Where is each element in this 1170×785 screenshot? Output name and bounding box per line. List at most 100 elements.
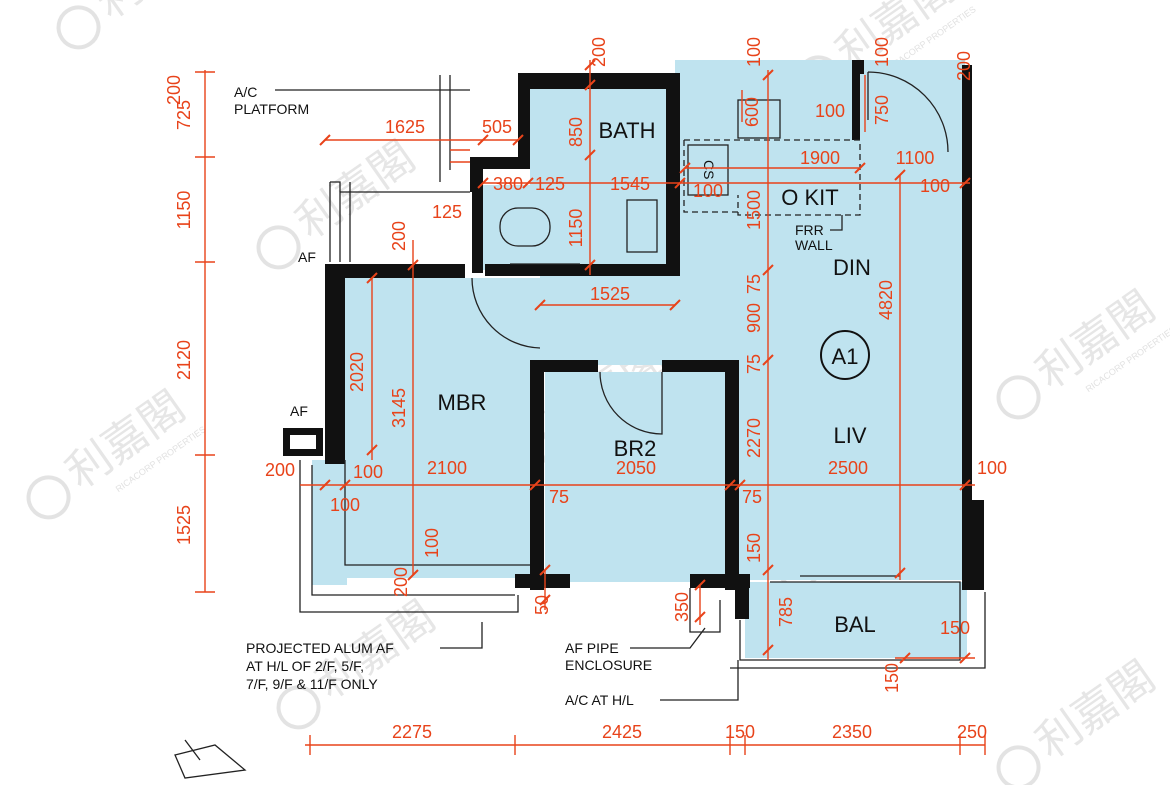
tick-slash bbox=[319, 59, 971, 664]
dim-label: 100 bbox=[693, 181, 723, 201]
dim-label: 100 bbox=[422, 528, 442, 558]
unit-circle bbox=[820, 330, 870, 380]
dim-label: 200 bbox=[589, 37, 609, 67]
dim-label: 100 bbox=[353, 462, 383, 482]
room-label-din: DIN bbox=[833, 255, 871, 280]
dim-label: 2020 bbox=[347, 352, 367, 392]
dim-label: 200 bbox=[389, 221, 409, 251]
dim-label: 75 bbox=[744, 354, 764, 374]
wall bbox=[518, 73, 530, 163]
leader-line bbox=[660, 660, 739, 701]
watermark-logo: 利嘉閣 bbox=[256, 132, 424, 270]
note-pipe: AF PIPE bbox=[565, 640, 619, 656]
ac-platform-rail bbox=[439, 75, 451, 182]
wall bbox=[325, 264, 345, 464]
dim-label: 2270 bbox=[744, 418, 764, 458]
dim-label: 100 bbox=[977, 458, 1007, 478]
cs-cabinet bbox=[687, 144, 729, 196]
dim-label: 1150 bbox=[174, 191, 194, 230]
room-label-bal: BAL bbox=[834, 612, 876, 637]
corridor-floor bbox=[540, 270, 740, 365]
room-label-bath: BATH bbox=[598, 118, 655, 143]
dim-label: 2350 bbox=[832, 722, 872, 742]
balcony-floor bbox=[745, 582, 967, 658]
dimension-labels: 200 725 1150 2120 1525 200 100 100 200 1… bbox=[164, 37, 1007, 742]
dim-125-small bbox=[450, 149, 470, 163]
dim-label: 2425 bbox=[602, 722, 642, 742]
note-projected: 7/F, 9/F & 11/F ONLY bbox=[246, 676, 378, 692]
dimension-ticks bbox=[319, 59, 971, 664]
dim-label: 150 bbox=[725, 722, 755, 742]
dim-label: 380 bbox=[493, 174, 523, 194]
dim-label: 100 bbox=[330, 495, 360, 515]
dim-label: 600 bbox=[742, 97, 762, 127]
leader-line bbox=[440, 622, 483, 649]
basin-icon bbox=[626, 199, 658, 253]
dim-label: 150 bbox=[940, 618, 970, 638]
note-ac-platform: A/C bbox=[234, 84, 257, 100]
dim-label: 200 bbox=[265, 460, 295, 480]
projected-af-outline bbox=[299, 460, 519, 613]
watermark-text: 利嘉閣 bbox=[1028, 652, 1164, 768]
leader-line bbox=[630, 627, 706, 649]
wall bbox=[530, 360, 544, 590]
dim-label: 200 bbox=[391, 567, 411, 597]
note-af: AF bbox=[290, 403, 308, 419]
bath-lower-floor bbox=[483, 185, 673, 270]
br2-door-swing bbox=[599, 371, 663, 435]
wall bbox=[725, 360, 739, 590]
dim-label: 125 bbox=[432, 202, 462, 222]
north-arrow bbox=[174, 739, 247, 779]
entrance-door-swing bbox=[867, 71, 949, 153]
dim-label: 3145 bbox=[389, 388, 409, 428]
dim-label: 100 bbox=[815, 101, 845, 121]
dim-label: 2120 bbox=[174, 340, 194, 380]
dim-label: 75 bbox=[744, 274, 764, 294]
watermark-logo: 利嘉閣 bbox=[56, 0, 224, 50]
mbr-door-swing bbox=[471, 277, 541, 349]
mbr-floor bbox=[345, 278, 540, 578]
dim-label: 75 bbox=[549, 487, 569, 507]
outlines bbox=[174, 71, 986, 779]
wall bbox=[530, 360, 598, 372]
dim-label: 2500 bbox=[828, 458, 868, 478]
note-projected: PROJECTED ALUM AF bbox=[246, 640, 394, 656]
watermark-text: 利嘉閣 bbox=[88, 0, 224, 28]
floor-areas bbox=[312, 60, 967, 658]
dim-ticks-left bbox=[195, 71, 215, 593]
sliding-door bbox=[800, 575, 900, 583]
dim-label: 1500 bbox=[744, 190, 764, 230]
note-frr: WALL bbox=[795, 237, 833, 253]
br2-floor bbox=[545, 372, 725, 582]
kitchen-counter bbox=[683, 139, 861, 216]
wall bbox=[472, 185, 483, 273]
dim-label: 100 bbox=[744, 37, 764, 67]
window-line bbox=[344, 460, 530, 566]
note-cs: CS bbox=[701, 160, 717, 179]
leader-line bbox=[830, 215, 843, 231]
note-frr: FRR bbox=[795, 222, 824, 238]
wall bbox=[470, 157, 530, 169]
dim-label: 200 bbox=[164, 75, 184, 105]
note-projected: AT H/L OF 2/F, 5/F, bbox=[246, 658, 364, 674]
wall bbox=[962, 500, 984, 590]
fridge-icon bbox=[737, 99, 781, 139]
dim-label: 350 bbox=[672, 592, 692, 622]
dim-ticks-bottom bbox=[309, 735, 986, 755]
ac-platform-outline bbox=[329, 181, 351, 262]
balcony-outer bbox=[730, 592, 986, 669]
note-ac-hl: A/C AT H/L bbox=[565, 692, 634, 708]
room-label-mbr: MBR bbox=[438, 390, 487, 415]
note-ac-platform: PLATFORM bbox=[234, 101, 309, 117]
dim-label: 100 bbox=[872, 37, 892, 67]
wall bbox=[325, 264, 465, 278]
dim-label: 2050 bbox=[616, 458, 656, 478]
dim-label: 4820 bbox=[876, 280, 896, 320]
dim-label: 125 bbox=[535, 174, 565, 194]
dim-label: 1625 bbox=[385, 117, 425, 137]
wall bbox=[962, 65, 972, 585]
dim-label: 750 bbox=[872, 95, 892, 125]
dim-label: 1525 bbox=[174, 505, 194, 545]
room-label-br2: BR2 bbox=[614, 436, 657, 461]
watermark-logo: 利嘉閣 RICACORP PROPERTIES bbox=[996, 282, 1170, 420]
